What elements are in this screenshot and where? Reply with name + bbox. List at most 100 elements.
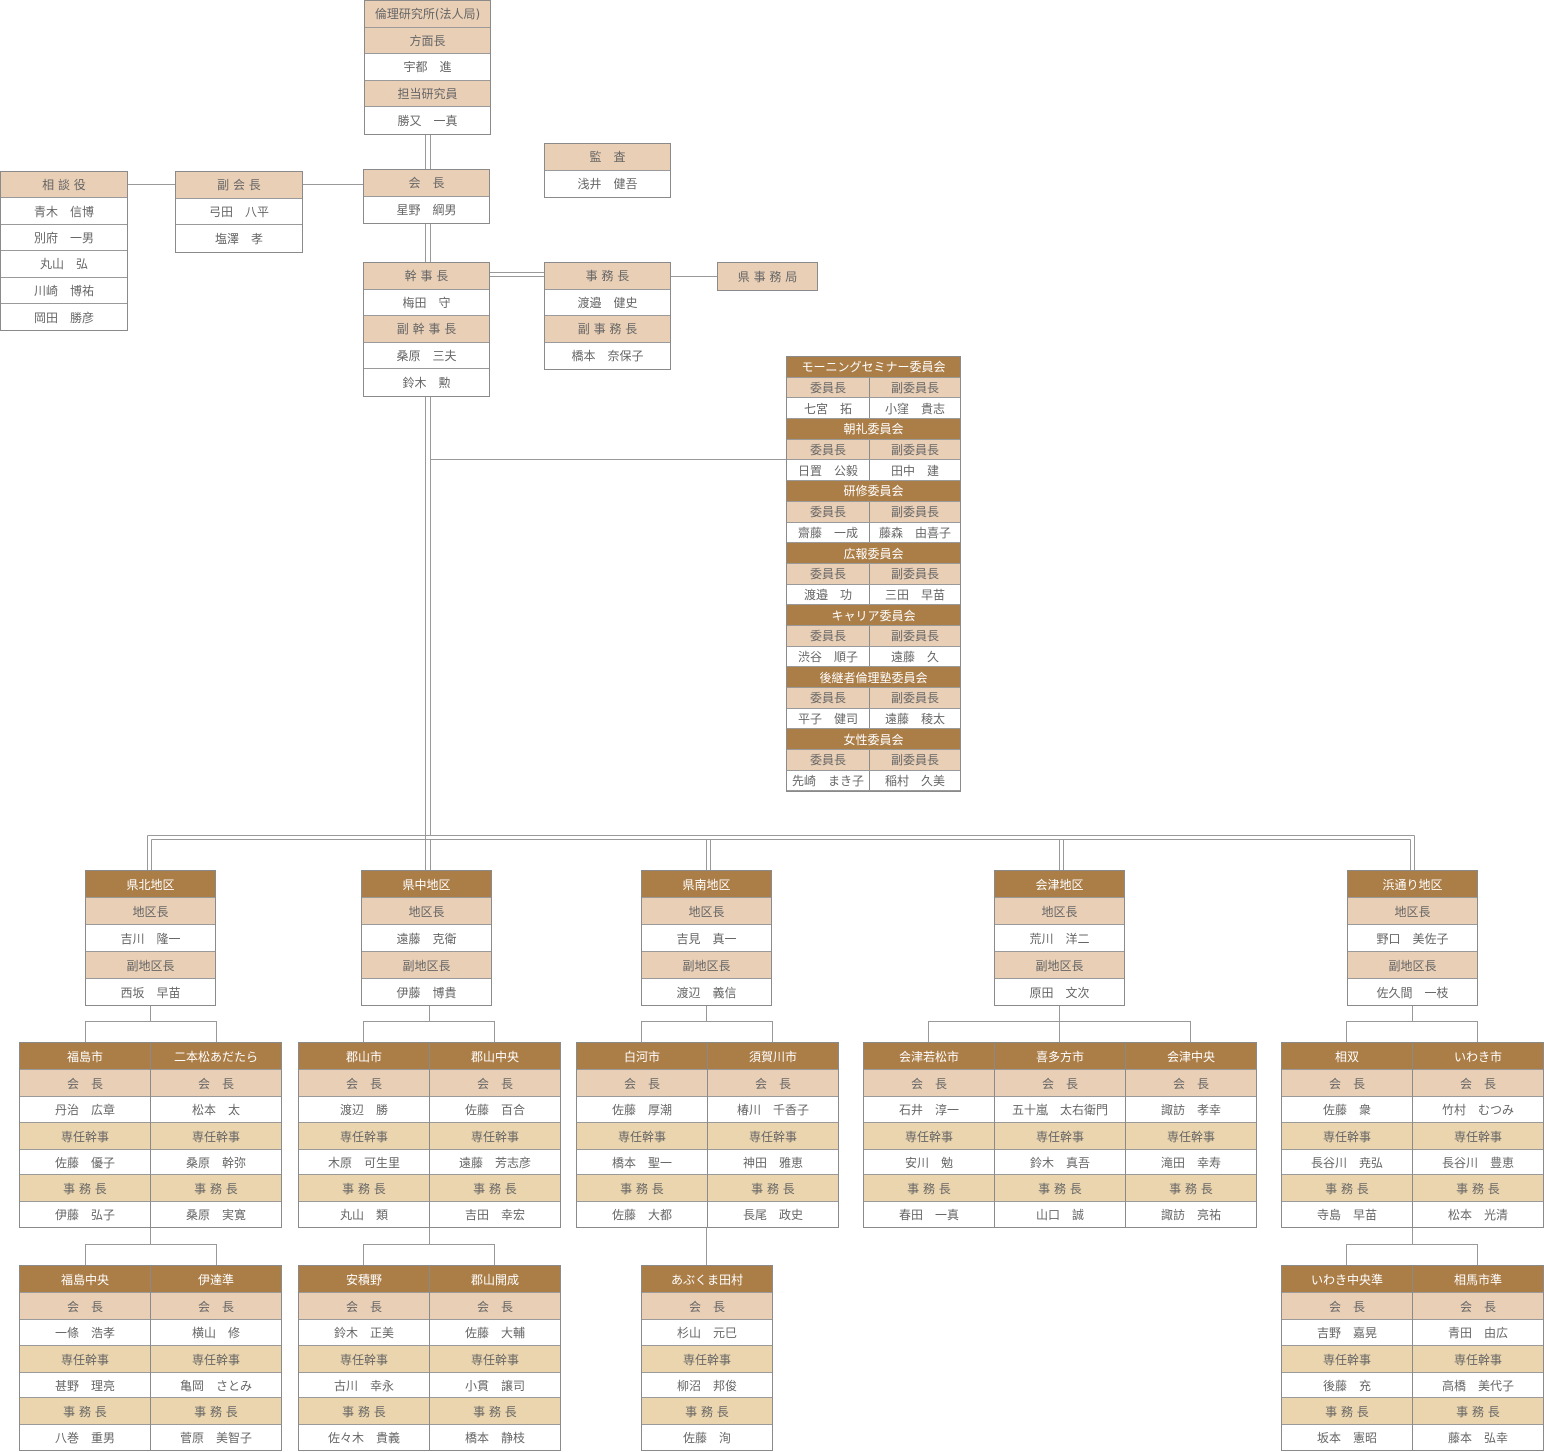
role-label: 副委員長 xyxy=(869,688,960,708)
member-name: 横山 修 xyxy=(151,1320,281,1346)
role-label: 事 務 長 xyxy=(299,1398,429,1425)
member-name: 青木 信博 xyxy=(1,198,127,225)
member-name: 杉山 元巳 xyxy=(642,1320,772,1346)
member-name: 神田 雅恵 xyxy=(708,1150,838,1175)
role-label: 県 事 務 局 xyxy=(718,263,817,290)
district-box: 浜通り地区地区長野口 美佐子副地区長佐久間 一枝 xyxy=(1347,870,1478,1006)
pref-office-box: 県 事 務 局 xyxy=(717,262,818,291)
member-name: 遠藤 久 xyxy=(869,646,960,667)
role-label: 専任幹事 xyxy=(151,1123,281,1150)
member-name: 遠藤 芳志彦 xyxy=(430,1150,560,1175)
role-label: 事 務 長 xyxy=(642,1398,772,1425)
committees-box: モーニングセミナー委員会委員長副委員長七宮 拓小窪 貴志朝礼委員会委員長副委員長… xyxy=(786,356,961,793)
member-name: 伊藤 弘子 xyxy=(20,1202,150,1227)
member-name: 甚野 理亮 xyxy=(20,1373,150,1398)
member-name: 稲村 久美 xyxy=(869,770,960,791)
member-name: 橋本 静枝 xyxy=(430,1425,560,1450)
role-label: 地区長 xyxy=(86,898,215,925)
role-label: 事 務 長 xyxy=(577,1175,707,1202)
role-label: 副 会 長 xyxy=(176,172,302,199)
committee-row: 委員長副委員長 xyxy=(787,563,960,585)
role-label: 会 長 xyxy=(151,1293,281,1320)
district-box: 会津地区地区長荒川 洋二副地区長原田 文次 xyxy=(994,870,1125,1006)
club-box: 会津若松市会 長石井 淳一専任幹事安川 勉事 務 長春田 一真 xyxy=(863,1042,995,1228)
club-title: 郡山開成 xyxy=(430,1266,560,1293)
club-box: 安積野会 長鈴木 正美専任幹事古川 幸永事 務 長佐々木 貴義 xyxy=(298,1265,430,1451)
member-name: 佐藤 優子 xyxy=(20,1150,150,1175)
role-label: 事 務 長 xyxy=(430,1175,560,1202)
club-box: 白河市会 長佐藤 厚潮専任幹事橋本 聖一事 務 長佐藤 大都 xyxy=(576,1042,708,1228)
role-label: 事 務 長 xyxy=(1413,1175,1543,1202)
committee-title: モーニングセミナー委員会 xyxy=(787,357,960,378)
member-name: 星野 綱男 xyxy=(364,196,489,223)
member-name: 佐藤 洵 xyxy=(642,1425,772,1450)
member-name: 桑原 幹弥 xyxy=(151,1150,281,1175)
member-name: 佐々木 貴義 xyxy=(299,1425,429,1450)
role-label: 副委員長 xyxy=(869,563,960,584)
club-box: 喜多方市会 長五十嵐 太右衛門専任幹事鈴木 真吾事 務 長山口 誠 xyxy=(994,1042,1126,1228)
member-name: 高橋 美代子 xyxy=(1413,1373,1543,1398)
member-name: 八巻 重男 xyxy=(20,1425,150,1450)
role-label: 事 務 長 xyxy=(151,1398,281,1425)
club-box: いわき市会 長竹村 むつみ専任幹事長谷川 豊恵事 務 長松本 光清 xyxy=(1412,1042,1544,1228)
role-label: 専任幹事 xyxy=(642,1346,772,1373)
role-label: 事 務 長 xyxy=(20,1398,150,1425)
role-label: 会 長 xyxy=(430,1293,560,1320)
role-label: 会 長 xyxy=(577,1070,707,1097)
member-name: 浅井 健吾 xyxy=(545,170,670,197)
district-box: 県南地区地区長吉見 真一副地区長渡辺 義信 xyxy=(641,870,772,1006)
member-name: 山口 誠 xyxy=(995,1202,1125,1227)
committee-row: 委員長副委員長 xyxy=(787,439,960,461)
office-manager-box: 事 務 長渡邉 健史副 事 務 長橋本 奈保子 xyxy=(544,262,671,370)
role-label: 専任幹事 xyxy=(1413,1123,1543,1150)
club-title: あぶくま田村 xyxy=(642,1266,772,1293)
member-name: 柳沼 邦俊 xyxy=(642,1373,772,1398)
role-label: 専任幹事 xyxy=(1282,1123,1412,1150)
committee-row: 委員長副委員長 xyxy=(787,750,960,771)
role-label: 担当研究員 xyxy=(365,80,490,108)
club-title: 郡山中央 xyxy=(430,1043,560,1070)
member-name: 松本 光清 xyxy=(1413,1202,1543,1227)
member-name: 三田 早苗 xyxy=(869,584,960,605)
role-label: 専任幹事 xyxy=(299,1123,429,1150)
club-title: 会津中央 xyxy=(1126,1043,1256,1070)
role-label: 副委員長 xyxy=(869,501,960,522)
club-title: 伊達準 xyxy=(151,1266,281,1293)
member-name: 小窪 貴志 xyxy=(869,398,960,419)
member-name: 西坂 早苗 xyxy=(86,979,215,1005)
member-name: 長谷川 豊恵 xyxy=(1413,1150,1543,1175)
role-label: 事 務 長 xyxy=(20,1175,150,1202)
role-label: 副地区長 xyxy=(362,952,491,979)
member-name: 橋本 聖一 xyxy=(577,1150,707,1175)
role-label: 事 務 長 xyxy=(299,1175,429,1202)
role-label: 倫理研究所(法人局) xyxy=(365,1,490,28)
member-name: 荒川 洋二 xyxy=(995,925,1124,952)
member-name: 吉野 嘉晃 xyxy=(1282,1320,1412,1346)
role-label: 副委員長 xyxy=(869,750,960,770)
club-box: 福島市会 長丹治 広章専任幹事佐藤 優子事 務 長伊藤 弘子 xyxy=(19,1042,151,1228)
club-title: 会津若松市 xyxy=(864,1043,994,1070)
member-name: 吉見 真一 xyxy=(642,925,771,952)
role-label: 委員長 xyxy=(787,625,870,646)
member-name: 古川 幸永 xyxy=(299,1373,429,1398)
role-label: 会 長 xyxy=(299,1070,429,1097)
member-name: 吉川 隆一 xyxy=(86,925,215,952)
club-box: あぶくま田村会 長杉山 元巳専任幹事柳沼 邦俊事 務 長佐藤 洵 xyxy=(641,1265,773,1451)
member-name: 橋本 奈保子 xyxy=(545,342,670,369)
district-title: 浜通り地区 xyxy=(1348,871,1477,898)
role-label: 会 長 xyxy=(1413,1070,1543,1097)
member-name: 丹治 広章 xyxy=(20,1097,150,1123)
member-name: 勝又 一真 xyxy=(365,107,490,134)
role-label: 会 長 xyxy=(1126,1070,1256,1097)
member-name: 藤本 弘幸 xyxy=(1413,1425,1543,1450)
club-title: 相馬市準 xyxy=(1413,1266,1543,1293)
club-box: 須賀川市会 長椿川 千香子専任幹事神田 雅恵事 務 長長尾 政史 xyxy=(707,1042,839,1228)
role-label: 地区長 xyxy=(362,898,491,925)
committee-row: 先崎 まき子稲村 久美 xyxy=(787,770,960,792)
vice-chairs-box: 副 会 長弓田 八平塩澤 孝 xyxy=(175,171,303,253)
advisors-box: 相 談 役青木 信博別府 一男丸山 弘川崎 博祐岡田 勝彦 xyxy=(0,171,128,332)
committee-row: 渋谷 順子遠藤 久 xyxy=(787,646,960,668)
role-label: 専任幹事 xyxy=(864,1123,994,1150)
club-box: 二本松あだたら会 長松本 太専任幹事桑原 幹弥事 務 長桑原 実寛 xyxy=(150,1042,282,1228)
member-name: 渡辺 義信 xyxy=(642,979,771,1005)
